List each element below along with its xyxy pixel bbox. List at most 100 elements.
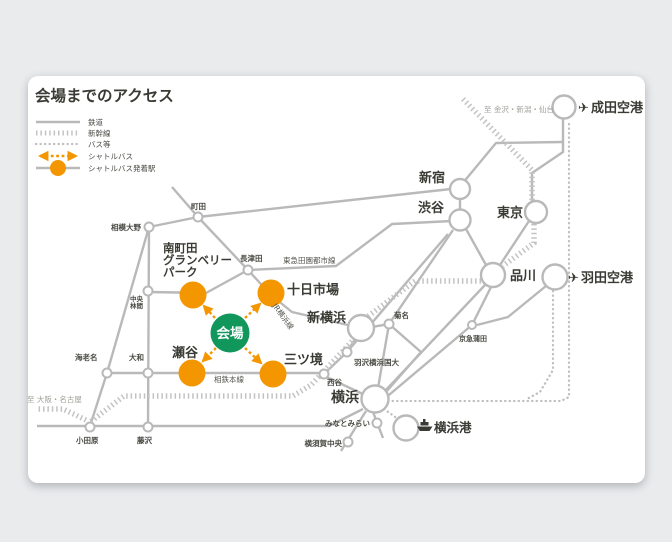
station-label-seya: 瀬谷 [172,345,199,361]
station-label-minami-machida-3: パーク [163,265,198,279]
station-label-chuo-rinkan-1: 中央 [130,294,144,303]
station-label-nishiya: 西谷 [327,377,342,387]
rail-line-sotetsu-main [107,371,368,398]
shuttle-station-circle-mitsukyo [259,360,287,388]
station-label-fujisawa: 藤沢 [137,435,152,445]
rail-line-jr-yokohama-west [171,186,353,328]
station-circle-nagatsuta [242,264,254,276]
station-label-shinagawa: 品川 [510,269,536,284]
station-label-yokosuka-chuo: 横須賀中央 [305,438,343,448]
station-label-yamato: 大和 [129,352,144,362]
shinkansen-line-tokyo-shinagawa [501,224,537,269]
rail-line-jr-tokaido-east [383,284,486,393]
legend-shuttle-station-sample-circle [50,160,66,176]
venue-label: 会場 [217,325,244,342]
rail-line-tokyo-shinagawa [498,220,531,266]
line-label-sotetsu-main: 相鉄本線 [214,374,244,384]
station-circle-keikyu-kamata [467,320,477,330]
station-label-keikyu-kamata: 京急蒲田 [459,334,487,343]
station-circle-yamato [142,367,154,379]
shinkansen-line-shinagawa-shinyokohama [365,278,481,320]
station-label-shinjuku: 新宿 [419,170,445,186]
station-label-ebina: 海老名 [75,352,98,362]
station-circle-haneda-airport [541,263,569,291]
station-circle-tokyo [523,199,549,225]
rail-line-toyoko [375,229,454,395]
rail-line-odakyu-enoshima [146,226,151,428]
station-label-mitsukyo: 三ツ境 [284,352,323,368]
legend-shuttle-label: シャトルバス [88,152,133,161]
bus-route-haneda [525,289,555,401]
station-circle-shin-yokohama [346,313,376,343]
direction-label-hokuriku: 至 金沢・新潟・仙台 [484,104,554,114]
rail-line-narita-express [461,140,564,185]
shuttle-station-circle-seya [178,359,206,387]
station-label-haneda-airport: 羽田空港 [581,270,634,286]
station-label-shibuya: 渋谷 [418,200,445,216]
bus-route-yokohama-port [382,407,400,421]
station-label-shin-yokohama: 新横浜 [307,310,346,326]
shuttle-routes [201,302,263,365]
station-circle-sagami-ono [143,221,155,233]
shinkansen-lines [37,97,537,426]
rail-line-keikyu-main [382,286,493,401]
shinkansen-line-hokuriku [461,97,535,203]
station-label-yokohama: 横浜 [331,389,359,406]
shuttle-route-minami-machida [202,304,216,319]
station-label-sagami-ono: 相模大野 [111,222,141,232]
station-circle-narita-airport [551,94,577,120]
station-label-minami-machida-1: 南町田 [163,241,198,255]
venue-marker: 会場 [210,313,250,353]
station-circle-yokosuka-chuo [342,436,354,448]
airplane-icon: ✈ [578,101,589,116]
station-labels: 新宿 渋谷 東京 品川 ✈ 成田空港 ✈ 羽田空港 横浜 新横浜 十日市場 瀬谷… [75,100,644,448]
legend: 会場までのアクセス 鉄道 バス等 新幹線 バス等 シャトルバス シャトルバス発着… [34,86,174,176]
station-label-tokaichiba: 十日市場 [287,282,339,298]
airplane-icon: ✈ [568,271,579,286]
shuttle-station-circle-minami-machida [179,281,207,309]
shinkansen-line-west [37,406,88,423]
station-label-odawara: 小田原 [76,435,99,445]
legend-shuttle-station-label: シャトルバス発着駅 [88,163,156,173]
station-label-kikuna: 菊名 [394,310,409,320]
rail-line-jr-tokaido-west [37,407,364,428]
legend-bus-label: バス等 [88,139,111,149]
legend-shinkansen-label: 新幹線 [88,128,111,138]
direction-label-tokaido-west: 至 大阪・名古屋 [27,394,82,404]
station-label-minami-machida-2: グランベリー [163,253,232,267]
station-label-machida: 町田 [191,202,206,211]
station-circle-chuo-rinkan [142,285,154,297]
station-circle-minatomirai [371,417,383,429]
station-label-chuo-rinkan-2: 林間 [130,301,144,310]
station-label-hazawa: 羽沢横浜国大 [354,357,399,367]
station-label-narita-airport: 成田空港 [591,100,644,116]
rail-line-yamanote-shibuya-shinagawa [464,228,488,266]
station-circle-odawara [84,421,96,433]
station-label-tokyo: 東京 [497,205,523,221]
station-label-yokohama-port: 横浜港 [434,420,472,435]
station-circle-nishiya [318,368,330,380]
station-circle-yokohama-port [392,414,420,442]
station-circle-shibuya [448,208,472,232]
rail-line-keikyu-airport [476,285,547,327]
station-circle-ebina [101,367,113,379]
station-circle-machida [192,211,204,223]
station-circle-shinagawa [479,261,507,289]
station-circle-shinjuku [448,177,472,201]
shuttle-route-mitsukyo [244,347,263,365]
shinkansen-line-shinyokohama-odawara [87,336,358,426]
ship-icon [417,419,433,431]
shuttle-station-circle-tokaichiba [257,279,285,307]
legend-rail-label: 鉄道 [88,117,103,127]
rail-line-narita-tokyo [530,118,565,202]
line-label-denentoshi: 東急田園都市線 [283,255,336,265]
bus-routes [382,122,571,421]
shuttle-route-tokaichiba [244,302,262,319]
shuttle-route-seya [201,347,217,363]
station-label-nagatsuta: 長津田 [240,253,263,263]
station-circle-kikuna [383,318,395,330]
station-circle-hazawa [341,346,353,358]
station-circles [84,94,577,448]
venue-circle [210,313,250,353]
